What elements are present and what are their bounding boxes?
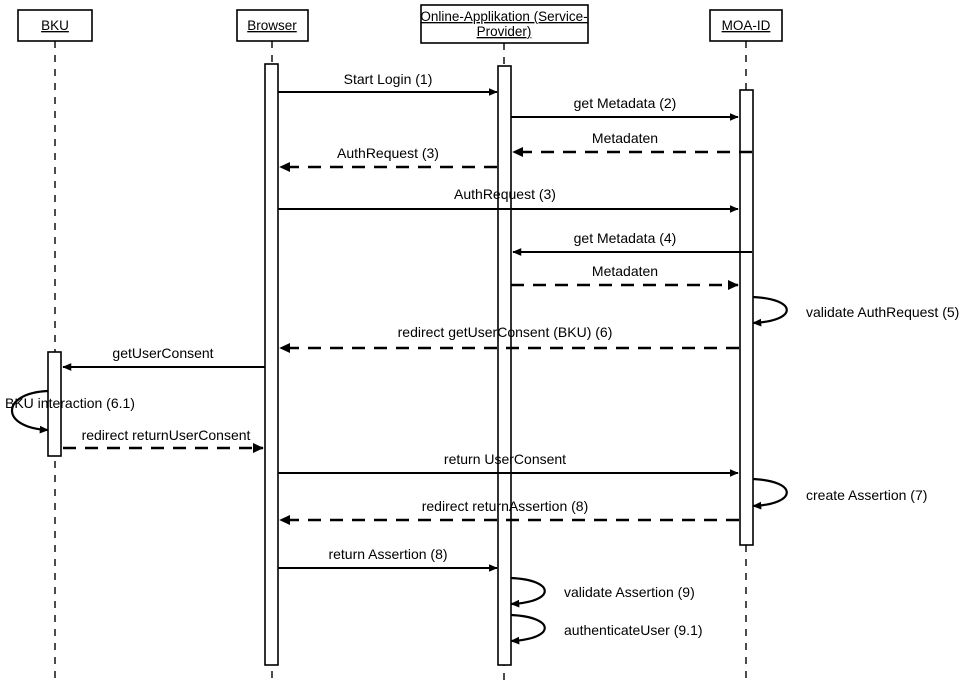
message-m1[interactable]: Start Login (1) bbox=[278, 71, 498, 96]
participant-box-browser bbox=[236, 9, 309, 42]
self-message-label-s1: validate AuthRequest (5) bbox=[806, 304, 959, 320]
self-message-label-s2: BKU interaction (6.1) bbox=[5, 395, 135, 411]
self-message-arrow-s4 bbox=[510, 576, 546, 608]
participant-label-browser: Browser bbox=[247, 18, 297, 33]
participant-box-sp bbox=[420, 4, 589, 44]
message-m12[interactable]: redirect returnAssertion (8) bbox=[279, 498, 739, 526]
self-message-arrow-s3 bbox=[752, 477, 788, 510]
activation-bar-sp bbox=[497, 65, 512, 666]
self-message-label-s4: validate Assertion (9) bbox=[564, 584, 695, 600]
message-label-m2: get Metadata (2) bbox=[574, 95, 677, 111]
participant-label-bku: BKU bbox=[41, 18, 69, 33]
message-m7[interactable]: Metadaten bbox=[511, 263, 739, 291]
participant-label-moaid: MOA-ID bbox=[722, 18, 771, 33]
message-label-m1: Start Login (1) bbox=[344, 71, 433, 87]
activation-bar-moaid bbox=[739, 89, 754, 546]
message-m8[interactable]: redirect getUserConsent (BKU) (6) bbox=[279, 324, 739, 354]
self-message-label-s3: create Assertion (7) bbox=[806, 487, 927, 503]
participant-header-bku[interactable]: BKU bbox=[17, 9, 93, 42]
self-message-s5[interactable]: authenticateUser (9.1) bbox=[510, 613, 703, 645]
activation-bar-bku bbox=[47, 351, 62, 457]
self-message-label-s5: authenticateUser (9.1) bbox=[564, 622, 703, 638]
message-m6[interactable]: get Metadata (4) bbox=[512, 230, 752, 256]
message-label-m9: getUserConsent bbox=[112, 345, 213, 361]
participant-headers-layer: BKU Browser Online-Applikation (Service-Pr… bbox=[17, 4, 783, 44]
participant-header-sp[interactable]: Online-Applikation (Service-Provider) bbox=[420, 4, 589, 44]
activations-layer bbox=[47, 63, 754, 666]
message-m11[interactable]: return UserConsent bbox=[278, 451, 739, 477]
participant-box-moaid bbox=[709, 9, 783, 42]
message-m13[interactable]: return Assertion (8) bbox=[278, 546, 498, 572]
message-m2[interactable]: get Metadata (2) bbox=[511, 95, 739, 121]
message-label-m11: return UserConsent bbox=[444, 451, 566, 467]
participant-label-sp: Provider) bbox=[477, 24, 532, 39]
message-m10[interactable]: redirect returnUserConsent bbox=[63, 427, 264, 454]
messages-layer: Start Login (1) get Metadata (2) Metadaten… bbox=[62, 71, 752, 572]
message-label-m4: AuthRequest (3) bbox=[337, 145, 439, 161]
message-m3[interactable]: Metadaten bbox=[512, 130, 752, 158]
message-label-m5: AuthRequest (3) bbox=[454, 186, 556, 202]
message-label-m13: return Assertion (8) bbox=[328, 546, 447, 562]
self-message-arrow-s1 bbox=[752, 295, 788, 327]
self-message-arrow-s2 bbox=[10, 389, 49, 434]
message-m4[interactable]: AuthRequest (3) bbox=[279, 145, 497, 173]
participant-box-bku bbox=[17, 9, 93, 42]
participant-header-moaid[interactable]: MOA-ID bbox=[709, 9, 783, 42]
message-m9[interactable]: getUserConsent bbox=[62, 345, 265, 371]
participant-header-browser[interactable]: Browser bbox=[236, 9, 309, 42]
message-label-m3: Metadaten bbox=[592, 130, 658, 146]
message-label-m8: redirect getUserConsent (BKU) (6) bbox=[398, 324, 613, 340]
message-m5[interactable]: AuthRequest (3) bbox=[278, 186, 739, 213]
message-label-m12: redirect returnAssertion (8) bbox=[422, 498, 589, 514]
activation-bar-browser bbox=[264, 63, 279, 666]
self-message-s4[interactable]: validate Assertion (9) bbox=[510, 576, 695, 608]
self-message-s3[interactable]: create Assertion (7) bbox=[752, 477, 927, 510]
message-label-m6: get Metadata (4) bbox=[574, 230, 677, 246]
message-label-m10: redirect returnUserConsent bbox=[82, 427, 251, 443]
self-message-s2[interactable]: BKU interaction (6.1) bbox=[5, 389, 135, 434]
participant-label-sp: Online-Applikation (Service- bbox=[420, 9, 587, 24]
self-message-arrow-s5 bbox=[510, 613, 546, 645]
self-messages-layer: validate AuthRequest (5) BKU interaction … bbox=[5, 295, 959, 645]
message-label-m7: Metadaten bbox=[592, 263, 658, 279]
self-message-s1[interactable]: validate AuthRequest (5) bbox=[752, 295, 959, 327]
